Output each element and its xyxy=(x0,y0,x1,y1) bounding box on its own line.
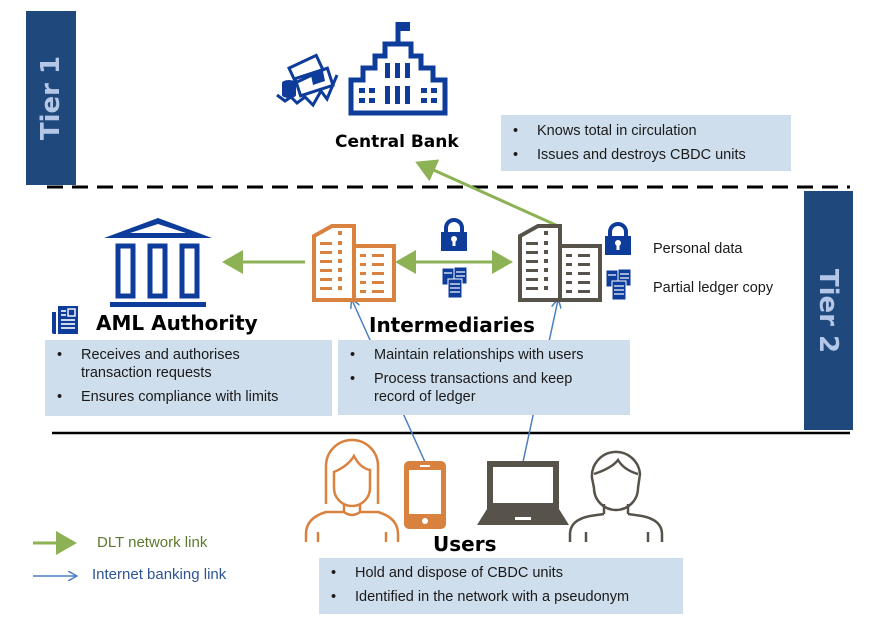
intermediary-building-icon-gray xyxy=(518,224,602,302)
intermediaries-bullet: Process transactions and keep record of … xyxy=(338,370,630,406)
central-bank-info-box: Knows total in circulation Issues and de… xyxy=(501,115,791,171)
money-chart-icon xyxy=(276,53,339,108)
aml-authority-title: AML Authority xyxy=(96,311,258,335)
personal-data-label: Personal data xyxy=(653,241,743,257)
intermediaries-title: Intermediaries xyxy=(369,313,535,337)
aml-bullet: Receives and authorises transaction requ… xyxy=(45,346,332,382)
lock-icon xyxy=(605,222,631,255)
intermediaries-bullet: Maintain relationships with users xyxy=(338,346,630,364)
users-bullet: Identified in the network with a pseudon… xyxy=(319,588,683,606)
central-bank-building-icon xyxy=(348,22,448,116)
smartphone-icon xyxy=(404,461,446,529)
tier-2-bar: Tier 2 xyxy=(804,191,853,430)
aml-temple-icon xyxy=(104,218,212,307)
aml-info-box: Receives and authorises transaction requ… xyxy=(45,340,332,416)
documents-icon xyxy=(441,266,468,299)
laptop-icon xyxy=(477,461,569,525)
partial-ledger-label: Partial ledger copy xyxy=(653,280,774,296)
users-title: Users xyxy=(433,532,497,556)
tier-1-bar: Tier 1 xyxy=(26,11,76,185)
intermediary-building-icon-orange xyxy=(312,224,396,302)
central-bank-bullet: Issues and destroys CBDC units xyxy=(501,146,791,164)
female-user-icon xyxy=(304,438,400,542)
legend-internet-label: Internet banking link xyxy=(92,566,227,583)
central-bank-bullet: Knows total in circulation xyxy=(501,122,791,140)
users-info-box: Hold and dispose of CBDC units Identifie… xyxy=(319,558,683,614)
central-bank-title: Central Bank xyxy=(335,132,459,152)
dlt-link-to-central-bank xyxy=(415,159,559,228)
users-bullet: Hold and dispose of CBDC units xyxy=(319,564,683,582)
documents-icon xyxy=(605,268,632,301)
male-user-icon xyxy=(568,450,664,542)
report-document-icon xyxy=(52,306,78,334)
intermediaries-info-box: Maintain relationships with users Proces… xyxy=(338,340,630,415)
legend-dlt-label: DLT network link xyxy=(97,534,208,551)
aml-bullet: Ensures compliance with limits xyxy=(45,388,332,406)
lock-icon xyxy=(441,218,467,251)
